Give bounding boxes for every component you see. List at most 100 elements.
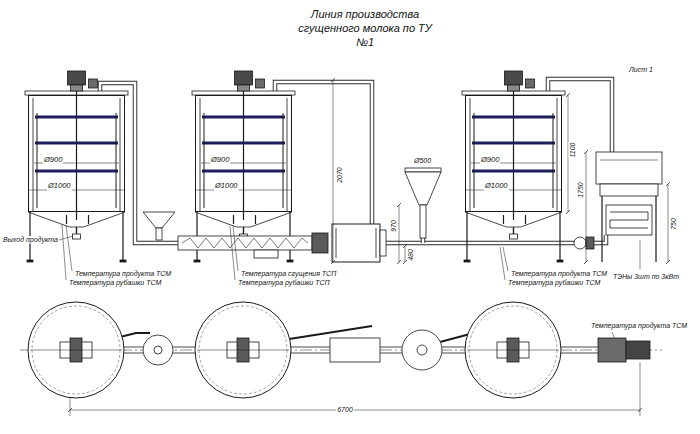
vacuum-unit-rib [336,228,337,258]
agitator-shaft [76,91,77,220]
jacket-wall [557,98,558,212]
vacuum-unit [332,224,380,262]
plan-axis [30,350,122,351]
sensor-label: Температура рубашки ТСМ [507,279,601,287]
agitator-blade [202,170,285,173]
tank-plan [195,302,291,398]
scraper-frame [37,113,38,208]
dimension-value: 750 [670,217,678,231]
leader-line [230,226,235,280]
leg-foot [194,260,200,262]
dimension-value: 1750 [577,181,585,199]
sensor-label: Температура продукта ТСМ [590,322,688,330]
leader-line [66,225,72,271]
plan-pipe [291,353,330,354]
leader-line [503,247,508,271]
dimension-tick [397,260,401,264]
jacket-wall [33,98,34,212]
dimension-value: 970 [390,219,398,233]
screw-motor [312,233,328,253]
motor [68,71,86,85]
leg-foot [120,260,126,262]
dimension-line [586,152,587,262]
heater-plan [626,341,650,359]
agitator-shaft [243,91,244,220]
heater-leg [601,196,602,262]
callout-label: Выход продукта [2,236,59,244]
dimension-tick [666,182,670,186]
dimension-tick [584,260,588,264]
pump-motor [586,237,594,249]
leg-foot [557,260,563,262]
outlet-valve [73,234,81,239]
heater-frame [600,184,658,196]
plan-pipe [442,347,465,348]
dimension-line [405,246,406,262]
sensor-label: Температура сгущения ТСП [240,270,337,278]
dimension-line [399,205,400,262]
tank-body: Ø900Ø1000 [28,95,125,212]
agitator-blade [35,142,118,145]
leader-line [59,236,73,240]
scraper-frame [204,113,205,208]
diameter-line [466,190,561,191]
motor [505,71,523,85]
pipe-bore [548,79,612,152]
plan-axis [467,350,559,351]
vacuum-unit-rib [376,228,377,258]
dimension-value: 2070 [336,166,344,184]
tank-leg [466,212,467,262]
gearbox [238,85,250,91]
hopper-plan-outlet [154,346,162,354]
diameter-label: Ø1000 [484,182,509,191]
sensor [233,215,234,224]
dimension-tick [68,408,72,412]
pipe-bore [386,242,575,245]
scraper-frame [553,113,554,208]
sheet-number: Лист 1 [628,66,654,74]
agitator-blade [35,116,118,119]
sensor [255,215,256,224]
agitator-blade [472,142,555,145]
hopper-rim [405,168,441,172]
agitator-blade [35,170,118,173]
screw-flight [182,238,308,248]
sensor [503,215,504,224]
tank-leg [122,212,123,262]
dimension-tick [566,210,570,214]
pump [574,237,586,249]
extension-line [70,398,71,416]
plan-pipe [380,347,402,348]
plan-axis [197,350,289,351]
pipe [275,82,372,224]
drive-unit [526,79,535,88]
agitator-blade [202,116,285,119]
dimension-tick [584,150,588,154]
plan-pipe [124,353,143,354]
dimension-line [668,184,669,262]
diameter-label: Ø1000 [214,182,239,191]
pipe [421,238,426,243]
sensor [525,215,526,224]
heater-tank [596,152,662,184]
flange [380,230,386,256]
sensor-label: Температура рубашки ТСП [237,279,331,287]
pipe-bore [275,82,372,224]
diameter-label: Ø900 [210,156,230,165]
heater-label: ТЭНы 3шт по 3кВт [612,273,680,281]
heating-element [610,212,648,228]
dimension-tick [666,260,670,264]
sensor [88,215,89,224]
pipe-bore [422,238,425,243]
plan-pipe [291,347,330,348]
heater-tank-rim [600,160,658,161]
tank-body: Ø900Ø1000 [465,95,562,212]
plan-pipe [173,347,195,348]
sensor [66,215,67,224]
hopper-neck [420,205,426,238]
diameter-label: Ø900 [43,156,63,165]
scraper-frame [283,113,284,208]
drive-unit [256,79,265,88]
tank-leg [559,212,560,262]
